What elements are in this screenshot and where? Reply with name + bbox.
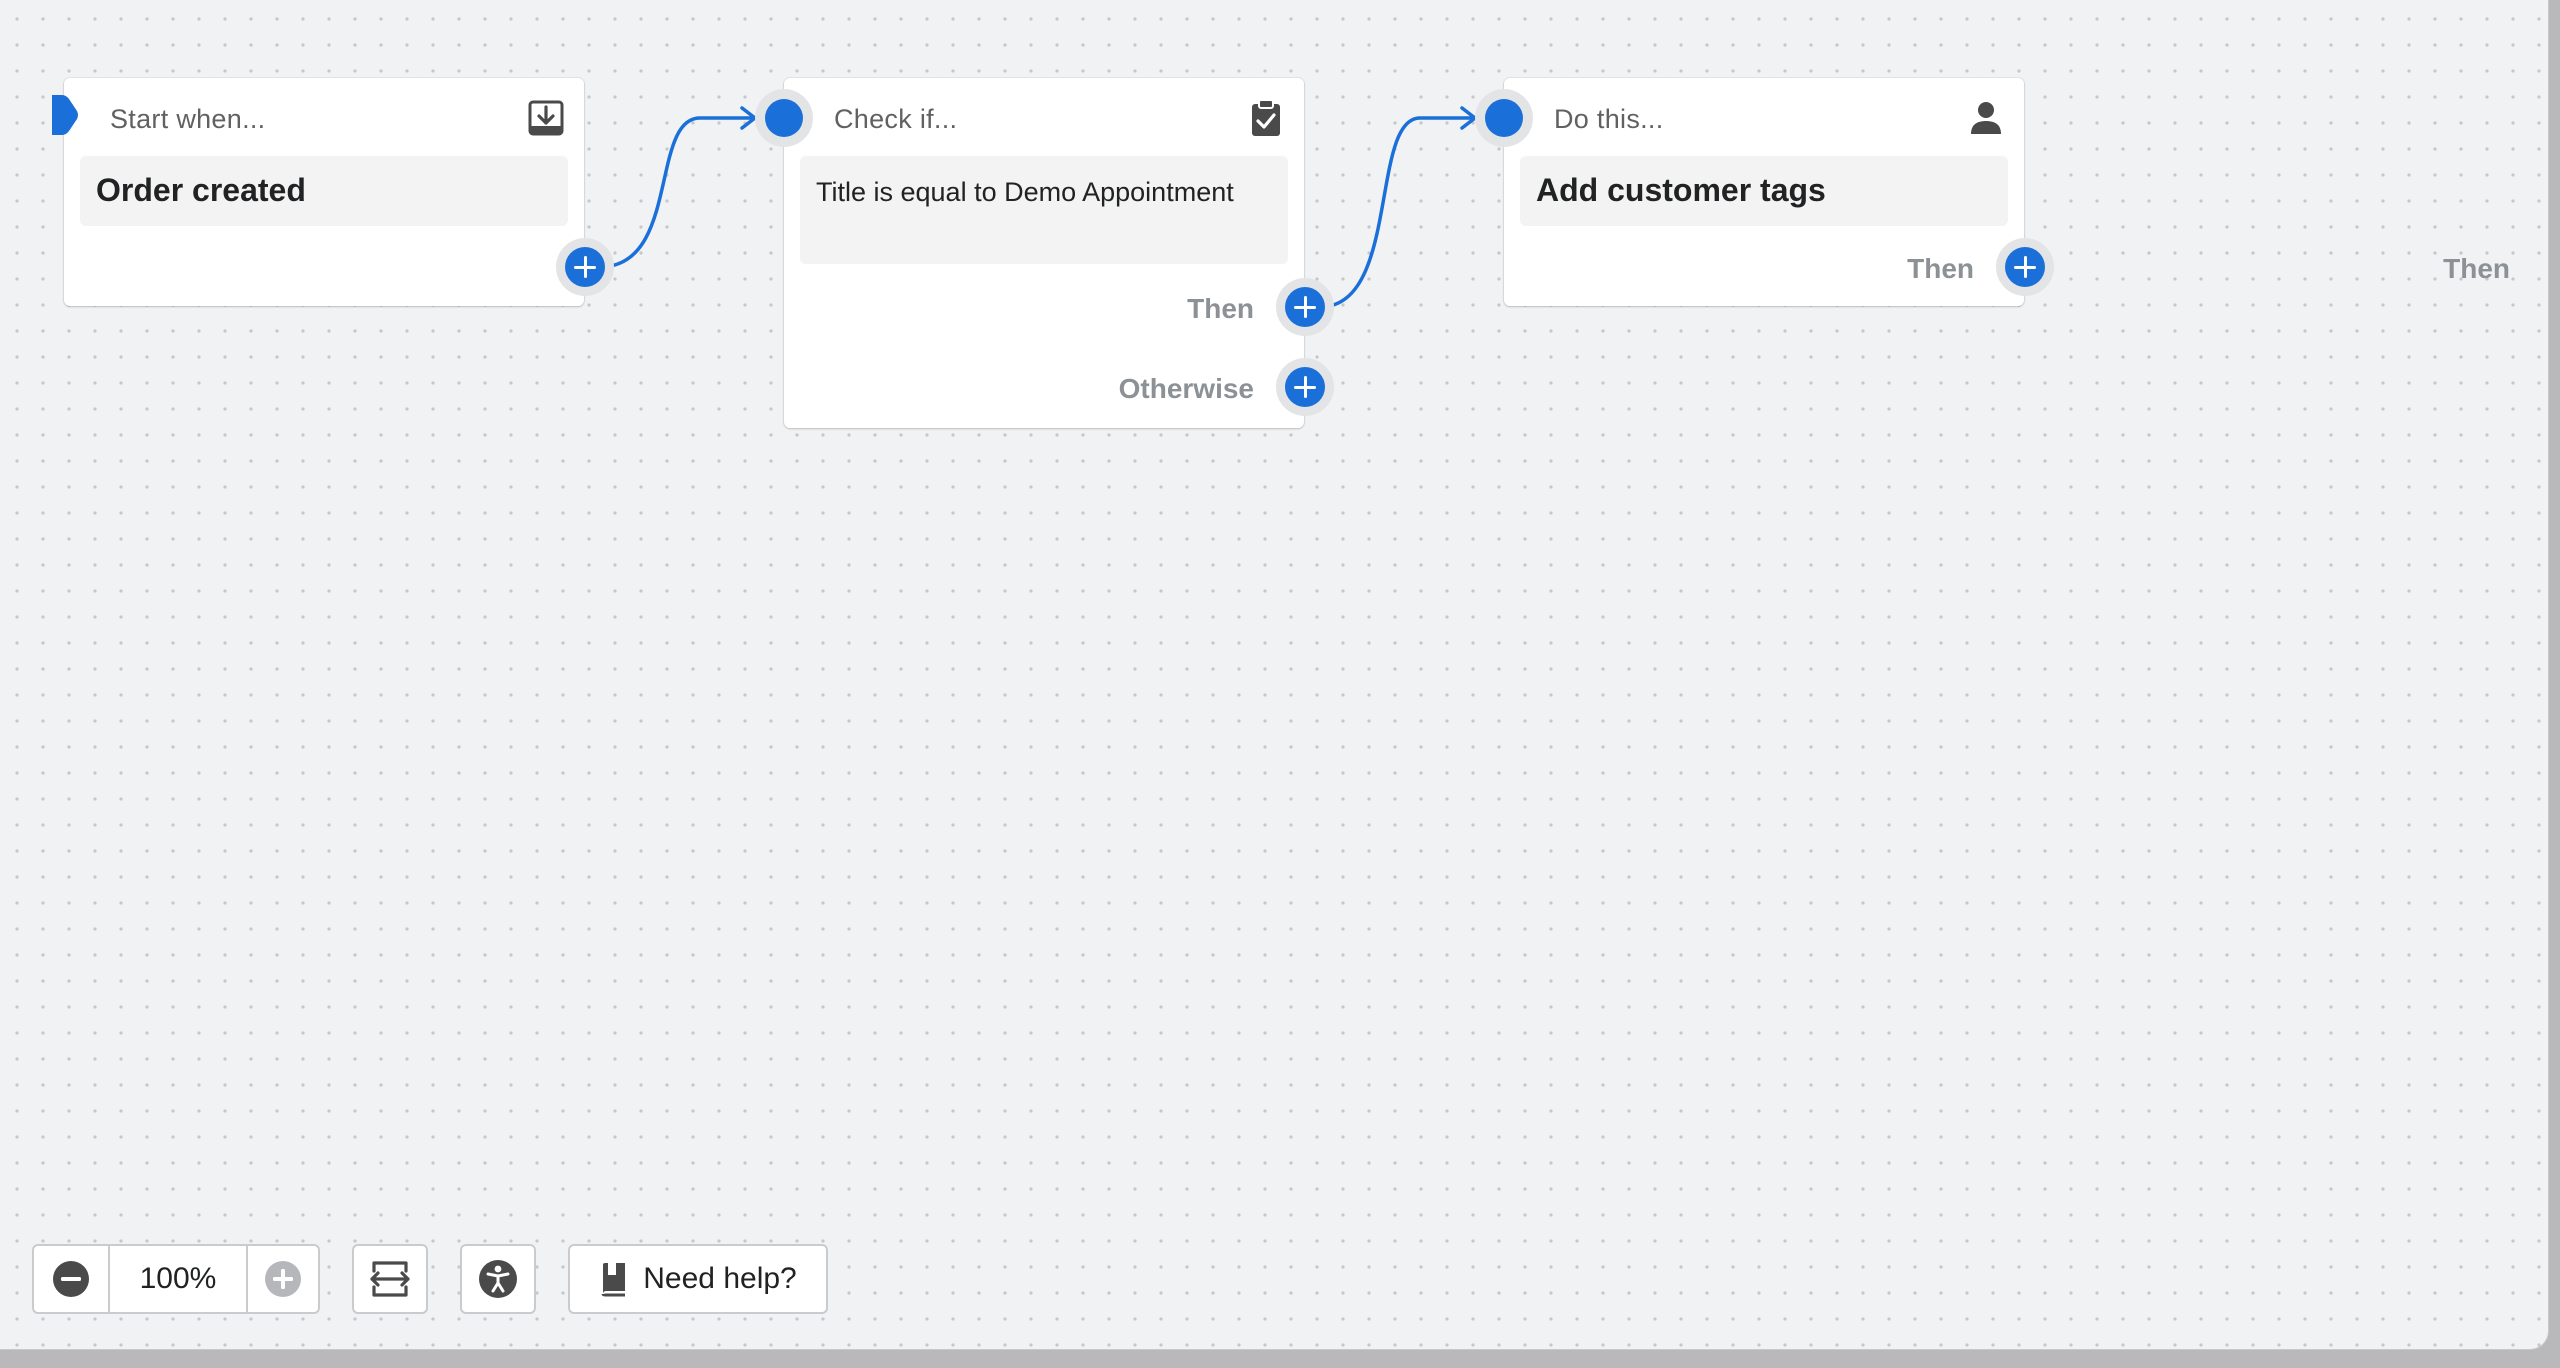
condition-summary: Title is equal to Demo Appointment bbox=[800, 156, 1288, 264]
plus-icon bbox=[2005, 247, 2045, 287]
plus-icon bbox=[1285, 367, 1325, 407]
book-icon bbox=[601, 1263, 626, 1297]
card-header-title: Check if... bbox=[834, 104, 958, 134]
add-step-then-button[interactable] bbox=[1996, 238, 2054, 296]
plus-icon bbox=[1285, 287, 1325, 327]
fit-to-screen-icon bbox=[370, 1261, 410, 1297]
action-input-port[interactable] bbox=[1475, 89, 1533, 147]
action-summary: Add customer tags bbox=[1520, 156, 2008, 226]
zoom-level[interactable]: 100% bbox=[108, 1246, 248, 1312]
connector-trigger-to-condition bbox=[599, 116, 752, 269]
output-label-otherwise: Otherwise bbox=[1118, 373, 1254, 404]
condition-card[interactable]: Check if... Title is equal to Demo Appoi… bbox=[784, 78, 1304, 428]
port-dot-icon bbox=[765, 99, 803, 137]
accessibility-icon bbox=[479, 1260, 517, 1298]
add-step-otherwise-button[interactable] bbox=[1276, 358, 1334, 416]
plus-icon bbox=[565, 247, 605, 287]
card-header: Check if... bbox=[784, 78, 1304, 156]
output-label-then: Then bbox=[1187, 293, 1254, 324]
need-help-button[interactable]: Need help? bbox=[568, 1244, 828, 1314]
output-label-then: Then bbox=[2443, 253, 2510, 284]
condition-input-port[interactable] bbox=[755, 89, 813, 147]
output-label-then: Then bbox=[1907, 253, 1974, 284]
zoom-in-button[interactable] bbox=[248, 1246, 318, 1312]
port-dot-icon bbox=[1485, 99, 1523, 137]
plus-circle-icon bbox=[265, 1261, 301, 1297]
trigger-card[interactable]: Start when... Order created Then bbox=[64, 78, 2510, 306]
card-header: Do this... bbox=[1504, 78, 2024, 156]
start-marker-icon bbox=[52, 95, 78, 135]
zoom-controls: 100% bbox=[32, 1244, 320, 1314]
card-header: Start when... bbox=[64, 78, 584, 156]
clipboard-check-icon bbox=[1252, 99, 1280, 136]
card-header-title: Start when... bbox=[110, 104, 266, 134]
minus-circle-icon bbox=[53, 1261, 89, 1297]
accessibility-button[interactable] bbox=[460, 1244, 536, 1314]
action-card[interactable]: Do this... Add customer tags bbox=[1504, 78, 2024, 306]
card-header-title: Do this... bbox=[1554, 104, 1664, 134]
trigger-summary: Order created bbox=[80, 156, 568, 226]
connector-condition-to-action bbox=[1319, 116, 1472, 309]
fit-to-screen-button[interactable] bbox=[352, 1244, 428, 1314]
import-download-icon bbox=[528, 100, 564, 136]
add-step-then-button[interactable] bbox=[1276, 278, 1334, 336]
customer-person-icon bbox=[1971, 102, 2001, 134]
zoom-out-button[interactable] bbox=[34, 1246, 108, 1312]
need-help-label: Need help? bbox=[643, 1262, 797, 1295]
add-step-then-button[interactable] bbox=[556, 238, 614, 296]
